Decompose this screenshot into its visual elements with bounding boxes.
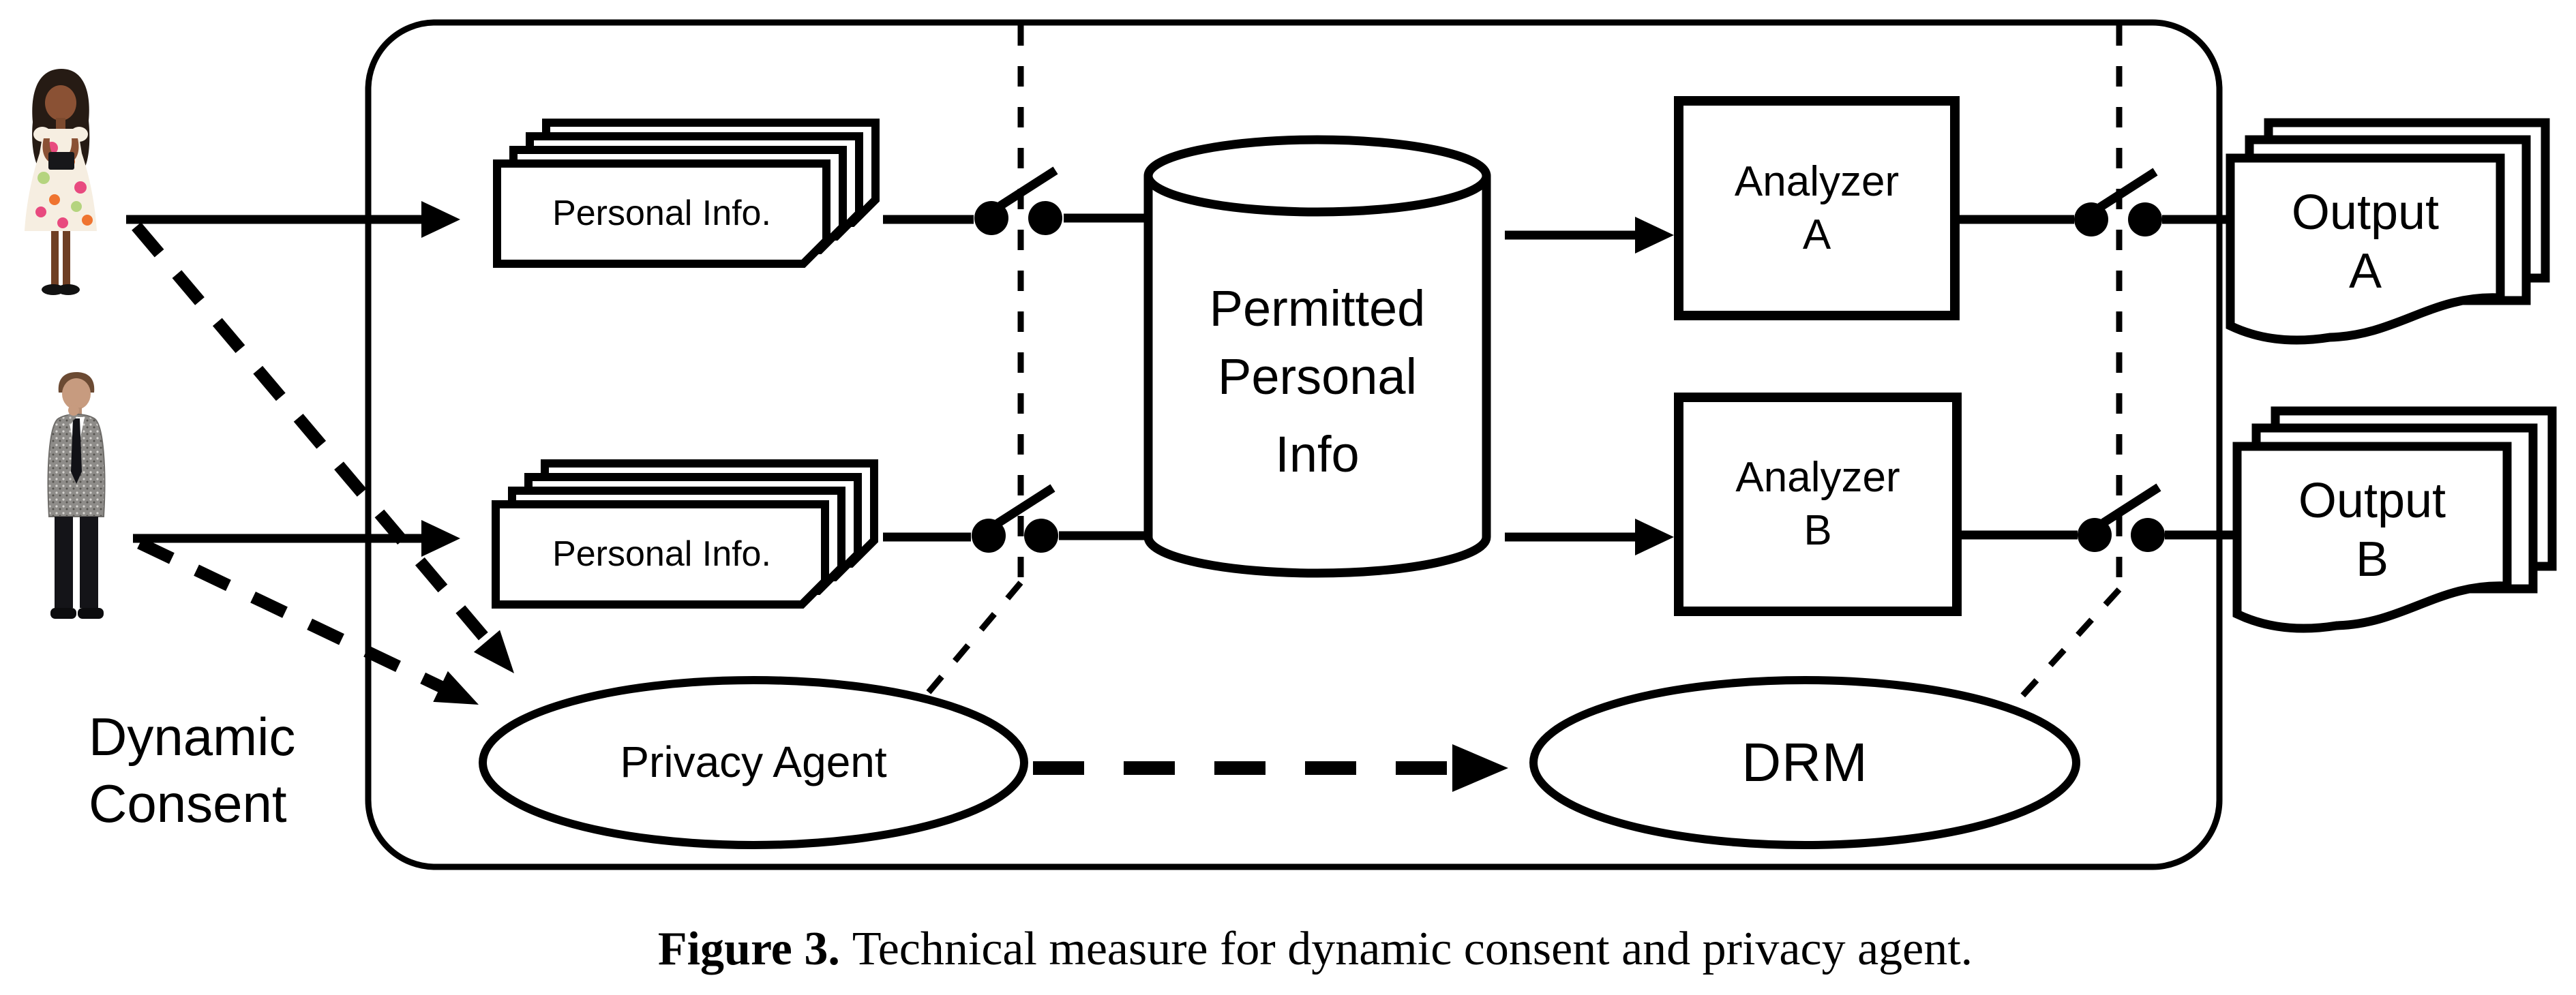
figure-caption: Figure 3. Technical measure for dynamic …: [55, 919, 2576, 980]
switch-icon-row2-right: [2078, 483, 2165, 552]
privacy-agent-label: Privacy Agent: [620, 737, 887, 787]
drm-label: DRM: [1741, 732, 1868, 793]
arrowhead-db-to-analyzer-a: [1635, 217, 1674, 254]
man-consent-dashed-arrow: [137, 537, 479, 705]
personal-info-stack-1: [493, 119, 880, 268]
output-a-line2: A: [2348, 244, 2382, 298]
database-label-line3: Info: [1275, 426, 1360, 483]
personal-info-stack-2: [492, 459, 878, 609]
figure-caption-number: Figure 3.: [657, 922, 840, 975]
dynamic-consent-line2: Consent: [89, 774, 287, 833]
analyzer-a-line1: Analyzer: [1734, 157, 1900, 205]
database-label: Permitted Personal Info: [1148, 273, 1486, 491]
output-b-line1: Output: [2298, 474, 2446, 528]
arrowhead-db-to-analyzer-b: [1635, 519, 1674, 555]
figure-caption-text: Technical measure for dynamic consent an…: [852, 922, 1973, 975]
girl-user-icon: [25, 69, 97, 295]
row1-lines: [126, 213, 2236, 240]
dynamic-consent-line1: Dynamic: [89, 707, 296, 767]
database-cylinder: [1143, 135, 1491, 578]
personal-info-stack-1-label: Personal Info.: [552, 193, 771, 233]
analyzer-a-line2: A: [1802, 211, 1831, 258]
drm-ellipse: [1529, 676, 2080, 849]
privacy-agent-to-drm-dashed-arrow: [1033, 744, 1508, 792]
analyzer-a-label: Analyzer A: [1679, 101, 1955, 316]
consent-boundary-right-dashed-line: [2014, 25, 2123, 705]
switch-icon-row2-left: [972, 484, 1058, 553]
girl-consent-dashed-arrow: [132, 222, 514, 673]
output-b-stack: [2232, 406, 2557, 633]
output-a-stack: [2226, 118, 2550, 345]
output-b-label: Output B: [2237, 446, 2507, 614]
arrowhead-man-to-stack2: [421, 520, 460, 557]
output-a-label: Output A: [2230, 158, 2500, 326]
database-label-line1: Permitted: [1209, 280, 1426, 337]
consent-boundary-left-dashed-line: [925, 25, 1024, 696]
output-a-line1: Output: [2291, 185, 2440, 240]
analyzer-b-line2: B: [1803, 507, 1832, 554]
analyzer-b-label: Analyzer B: [1679, 397, 1957, 611]
arrowhead-girl-to-stack1: [421, 201, 460, 238]
analyzer-b-line1: Analyzer: [1735, 454, 1900, 501]
switch-icon-row1-left: [974, 166, 1062, 235]
privacy-agent-ellipse: [479, 676, 1028, 849]
dynamic-consent-label: Dynamic Consent: [89, 703, 382, 840]
analyzer-b-box: [1674, 393, 1962, 616]
output-b-line2: B: [2355, 532, 2389, 587]
switch-icon-row1-right: [2074, 168, 2162, 236]
analyzer-a-box: [1674, 96, 1960, 320]
personal-info-stack-2-label: Personal Info.: [552, 534, 771, 574]
database-label-line2: Personal: [1217, 348, 1418, 405]
man-user-icon: [47, 372, 106, 619]
row2-lines: [133, 530, 2240, 543]
